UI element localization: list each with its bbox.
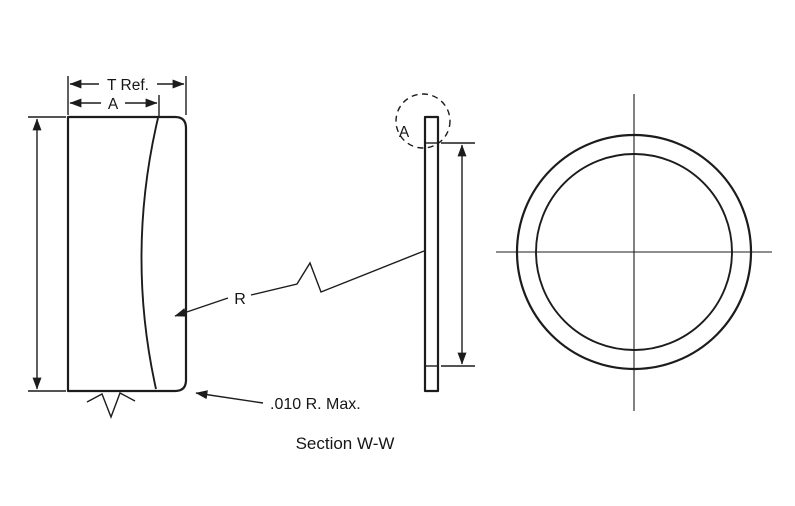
corner-note-label: .010 R. Max.: [270, 396, 361, 413]
section-caption: Section W-W: [296, 434, 395, 453]
detail-a-label: A: [399, 124, 410, 141]
radius-leader: R: [174, 250, 425, 317]
inner-height-dimension: [441, 142, 475, 367]
concave-surface-arc: [140, 117, 159, 390]
t-ref-label: T Ref.: [107, 77, 149, 94]
outer-circle: [515, 133, 753, 371]
front-view: [496, 94, 772, 411]
section-outline: [66, 115, 188, 393]
bottom-break-line: [86, 392, 136, 419]
radius-leader-break-segment: [250, 250, 425, 296]
edge-view: A: [395, 93, 475, 393]
corner-note-leader: [195, 390, 264, 404]
t-ref-dimension: T Ref.: [67, 76, 187, 115]
edge-view-outline: [423, 115, 440, 393]
section-view: [66, 115, 188, 419]
inner-circle: [535, 153, 733, 351]
caption: Section W-W: [296, 434, 395, 453]
radius-label: R: [234, 291, 246, 308]
corner-radius-note: .010 R. Max.: [195, 390, 361, 413]
radius-leader-arrow-segment: [174, 297, 229, 317]
a-dim-label: A: [108, 96, 119, 113]
detail-callout-circle: [395, 93, 451, 149]
height-dimension: [28, 116, 66, 392]
a-dimension: A: [69, 95, 160, 116]
